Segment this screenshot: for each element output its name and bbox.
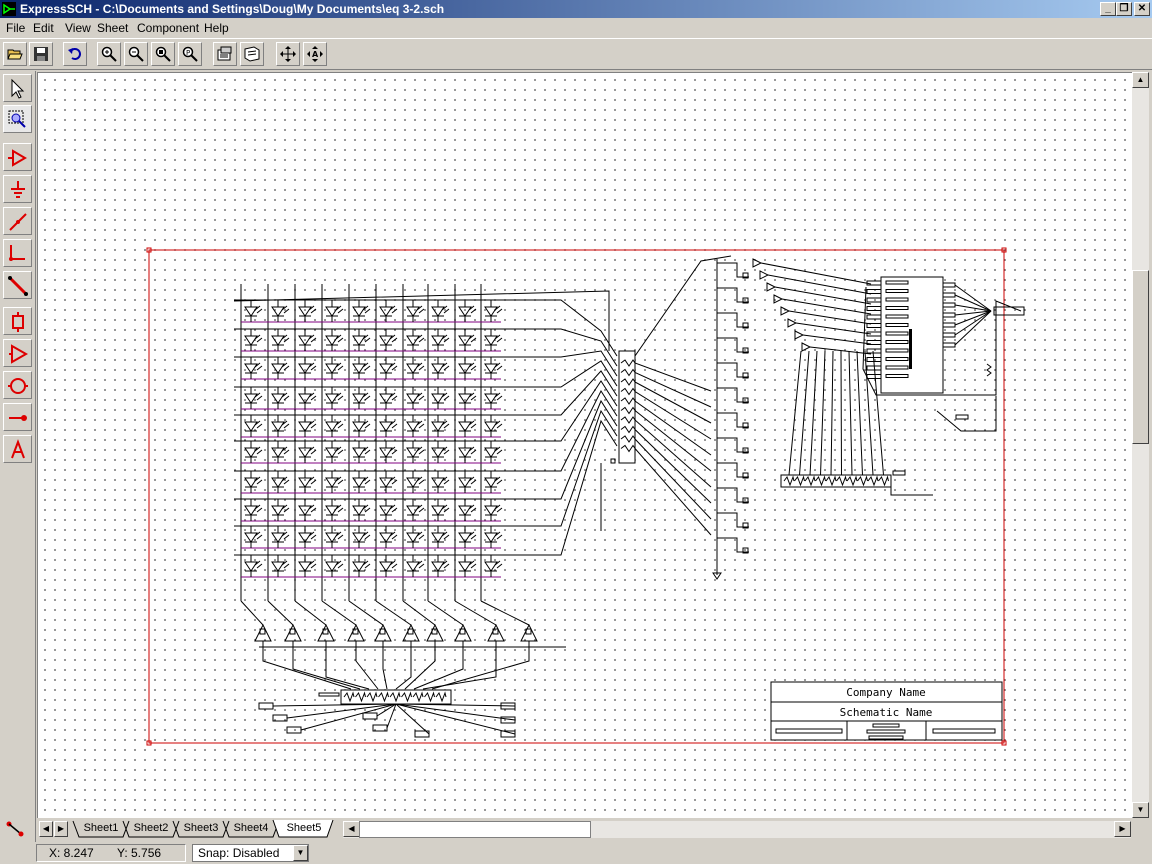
zoom-in-icon [101, 46, 117, 62]
tab-sheet5-active[interactable]: Sheet5 [286, 822, 322, 834]
move-button[interactable] [276, 42, 300, 66]
bus-icon [8, 276, 28, 296]
select-tool[interactable] [3, 74, 32, 102]
svg-text:A: A [312, 50, 319, 59]
zoom-fit-button[interactable]: P [178, 42, 202, 66]
menu-file[interactable]: File [6, 21, 26, 35]
floppy-disk-icon [34, 47, 48, 61]
pin-icon [9, 415, 27, 421]
wire-tool[interactable] [3, 207, 32, 235]
circle-part-icon [8, 378, 28, 394]
menu-help[interactable]: Help [204, 21, 229, 35]
menu-bar: File Edit View Sheet Component Help [0, 18, 1152, 38]
resistor-box-icon [12, 312, 24, 332]
move-text-icon: A [307, 46, 323, 62]
zoom-out-icon [128, 46, 144, 62]
y-coordinate: Y: 5.756 [117, 846, 162, 860]
scroll-right-button[interactable]: ▶ [1114, 821, 1131, 837]
scroll-up-button[interactable]: ▲ [1132, 72, 1149, 88]
scroll-left-button[interactable]: ◀ [343, 821, 360, 837]
sheet-border [148, 249, 1005, 744]
part-circle-tool[interactable] [3, 371, 32, 399]
menu-sheet[interactable]: Sheet [97, 21, 129, 35]
part-triangle-tool[interactable] [3, 339, 32, 367]
ground-icon [11, 181, 25, 198]
zoom-select-icon [8, 110, 26, 128]
menu-view[interactable]: View [65, 21, 91, 35]
toolbar: P A [0, 38, 1152, 70]
arrow-pointer-icon [11, 78, 25, 99]
horizontal-scrollbar[interactable]: ◀ ▶ [343, 821, 1131, 838]
minimize-button[interactable]: _ [1100, 2, 1116, 16]
wire-icon [9, 213, 27, 231]
coordinates-panel: X: 8.247 Y: 5.756 [36, 844, 186, 862]
undo-icon [68, 48, 81, 60]
connector-middle [600, 255, 732, 536]
x-coordinate: X: 8.247 [49, 846, 94, 860]
corner-tool-button[interactable] [3, 819, 32, 841]
undo-button[interactable] [63, 42, 87, 66]
schematic-name-text: Schematic Name [840, 706, 933, 719]
title-block-button[interactable] [240, 42, 264, 66]
pin-tool[interactable] [3, 403, 32, 431]
vertical-scroll-thumb[interactable] [1132, 270, 1149, 444]
tab-sheet4[interactable]: Sheet4 [233, 822, 269, 834]
open-file-button[interactable] [3, 42, 27, 66]
move-arrows-icon [280, 46, 296, 62]
tab-scroll-right[interactable]: ▶ [54, 821, 68, 837]
company-name-text: Company Name [846, 686, 925, 699]
zoom-in-button[interactable] [97, 42, 121, 66]
text-tool[interactable] [3, 435, 32, 463]
zoom-area-icon [155, 46, 171, 62]
tool-palette [0, 71, 36, 842]
sheet-properties-icon [217, 46, 232, 61]
tab-scroll-left[interactable]: ◀ [39, 821, 53, 837]
tab-sheet1[interactable]: Sheet1 [83, 822, 119, 834]
buffer-symbol-icon [8, 149, 27, 167]
net-label-tool[interactable] [3, 239, 32, 267]
net-corner-icon [9, 245, 25, 261]
folder-open-icon [7, 49, 23, 60]
schematic-canvas[interactable]: Company Name Schematic Name [37, 72, 1132, 818]
sheet-properties-button[interactable] [213, 42, 237, 66]
right-circuit [712, 258, 1025, 580]
zoom-out-button[interactable] [124, 42, 148, 66]
component-tool[interactable] [3, 143, 32, 171]
title-block-icon [244, 46, 260, 62]
tab-outlines [72, 819, 334, 838]
app-icon [2, 2, 16, 16]
snap-dropdown[interactable]: Snap: Disabled ▼ [192, 844, 309, 862]
text-a-icon [11, 439, 25, 459]
zoom-area-button[interactable] [151, 42, 175, 66]
status-bar: X: 8.247 Y: 5.756 [0, 842, 1152, 864]
title-bar: ExpressSCH - C:\Documents and Settings\D… [0, 0, 1152, 18]
title-block: Company Name Schematic Name [770, 681, 1003, 741]
zoom-fit-icon: P [182, 46, 198, 62]
schematic-drawing: Company Name Schematic Name [146, 247, 1025, 746]
led-matrix [233, 284, 618, 601]
save-button[interactable] [29, 42, 53, 66]
horizontal-scroll-thumb[interactable] [359, 821, 591, 838]
amplifier-icon [9, 344, 29, 364]
part-rect-tool[interactable] [3, 307, 32, 335]
snap-value: Disabled [232, 846, 280, 860]
snap-label: Snap: [198, 846, 230, 860]
ground-tool[interactable] [3, 175, 32, 203]
bottom-circuit [240, 600, 566, 738]
move-text-button[interactable]: A [303, 42, 327, 66]
vertical-scrollbar[interactable]: ▲ ▼ [1132, 72, 1149, 818]
window-title: ExpressSCH - C:\Documents and Settings\D… [20, 2, 445, 16]
junction-icon [6, 821, 24, 837]
restore-button[interactable]: ❐ [1116, 2, 1132, 16]
svg-text:P: P [186, 49, 190, 57]
close-button[interactable]: ✕ [1134, 2, 1150, 16]
menu-edit[interactable]: Edit [33, 21, 54, 35]
tab-sheet3[interactable]: Sheet3 [183, 822, 219, 834]
zoom-select-tool[interactable] [3, 105, 32, 133]
bus-tool[interactable] [3, 271, 32, 299]
chevron-down-icon[interactable]: ▼ [293, 845, 308, 861]
scroll-down-button[interactable]: ▼ [1132, 802, 1149, 818]
menu-component[interactable]: Component [137, 21, 200, 35]
tab-sheet2[interactable]: Sheet2 [133, 822, 169, 834]
